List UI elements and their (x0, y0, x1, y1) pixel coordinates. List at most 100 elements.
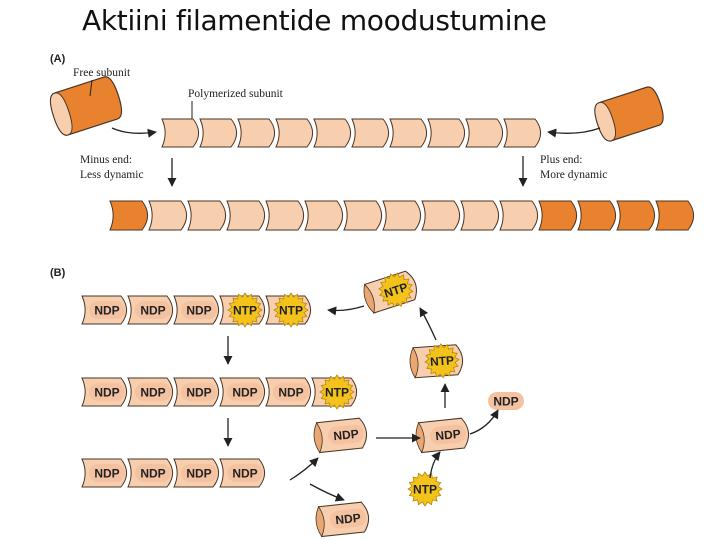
polymerized-subunit-label: Polymerized subunit (188, 88, 284, 100)
ndp-pill (227, 383, 263, 401)
ndp-label: NDP (94, 385, 119, 399)
ndp-label: NDP (186, 303, 211, 317)
free-subunit-ndp-bottom: NDP (315, 501, 370, 538)
filament-segment (161, 118, 200, 148)
ntp-label: NTP (413, 482, 437, 496)
filament-subunit-ndp: NDP (135, 301, 171, 319)
arrow-exchange-to-top (419, 307, 437, 341)
panel-b: (B) NDP NDP NDP NTP NTP NDP NDP NDP NDP NDP NTP N… (50, 267, 524, 538)
ndp-label: NDP (186, 466, 211, 480)
ndp-pill (488, 392, 524, 410)
ntp-burst (424, 343, 460, 379)
ntp-label: NTP (325, 385, 349, 399)
filament-segment (343, 200, 383, 231)
ntp-burst (407, 471, 443, 507)
arrow-row3-release-up (289, 457, 319, 481)
ndp-label: NDP (140, 385, 165, 399)
arrow-row3-release-down (309, 483, 345, 502)
filament-segment (460, 200, 500, 231)
free-subunit-right-cap (594, 101, 617, 142)
filament-segment (577, 200, 617, 231)
filament-segment (148, 200, 188, 231)
filament-subunit-ndp: NDP (135, 464, 171, 482)
panel-a-label: (A) (50, 53, 66, 65)
ntp-burst (227, 292, 263, 328)
free-subunit-ntp-mid: NTP (409, 343, 464, 379)
ndp-pill (330, 508, 366, 529)
minus-end-title: Minus end: (80, 154, 132, 166)
filament-subunit-ndp: NDP (181, 464, 217, 482)
free-subunit-left-cap (49, 92, 73, 136)
ndp-label: NDP (232, 466, 257, 480)
plus-end-desc: More dynamic (540, 169, 607, 181)
filament-segment (616, 200, 656, 231)
ntp-label: NTP (233, 303, 257, 317)
arrow-free-to-minus (111, 127, 157, 138)
subunit-end (363, 283, 375, 314)
ndp-pill (181, 301, 217, 319)
filament-segment (538, 200, 578, 231)
ndp-pill (135, 383, 171, 401)
filament-segment (655, 200, 695, 231)
minus-end-desc: Less dynamic (80, 169, 144, 181)
free-subunit-pointer (89, 79, 93, 97)
panel-a: (A) Free subunit Polymerized subunit Min… (49, 53, 695, 231)
ntp-label: NTP (279, 303, 303, 317)
ndp-pill (89, 464, 125, 482)
filament-subunit-ndp: NDP (135, 383, 171, 401)
ndp-label: NDP (232, 385, 257, 399)
filament-segment (265, 200, 305, 231)
filament-segment (199, 118, 238, 148)
ndp-label: NDP (94, 303, 119, 317)
subunit-end (409, 346, 419, 379)
ntp-burst (378, 272, 414, 308)
ntp-burst (273, 292, 309, 328)
arrow-ntp-binds (429, 451, 441, 479)
ndp-pill (135, 464, 171, 482)
ndp-label: NDP (493, 394, 518, 408)
ndp-label: NDP (333, 427, 360, 444)
ndp-pill (227, 464, 263, 482)
filament-subunit-ntp: NTP (227, 292, 263, 328)
filament-subunit-ntp: NTP (273, 292, 309, 328)
ndp-pill (89, 301, 125, 319)
filament-segment (503, 118, 542, 148)
filament-segment (421, 200, 461, 231)
subunit-end (313, 421, 323, 454)
ntp-burst (319, 374, 355, 410)
ndp-label: NDP (278, 385, 303, 399)
ndp-pill (273, 383, 309, 401)
filament-segment (382, 200, 422, 231)
filament-subunit-ndp: NDP (181, 383, 217, 401)
free-ndp-nucleotide: NDP (488, 392, 524, 410)
free-ntp-nucleotide: NTP (407, 471, 443, 507)
filament-after (109, 200, 695, 231)
slide-title: Aktiini filamentide moodustumine (82, 4, 547, 37)
ndp-label: NDP (140, 303, 165, 317)
filament-segment (389, 118, 428, 148)
filament-subunit-ndp: NDP (89, 383, 125, 401)
filament-subunit-ndp: NDP (181, 301, 217, 319)
free-subunit-label: Free subunit (73, 67, 131, 79)
filament-subunit-ndp: NDP (227, 383, 263, 401)
filament-segment (275, 118, 314, 148)
filament-segment (465, 118, 504, 148)
filament-segment (226, 200, 266, 231)
ndp-pill (181, 464, 217, 482)
filament-subunit-ntp: NTP (319, 374, 355, 410)
ndp-label: NDP (186, 385, 211, 399)
arrow-free-to-plus (547, 127, 601, 138)
ndp-pill (328, 424, 364, 445)
ndp-label: NDP (140, 466, 165, 480)
panel-b-label: (B) (50, 267, 66, 279)
filament-before (161, 118, 542, 148)
ndp-pill (135, 301, 171, 319)
filament-row-2: NDP NDP NDP NDP NDP NTP (81, 374, 358, 410)
free-subunit-ntp-top: NTP (363, 270, 417, 314)
ntp-label: NTP (430, 353, 455, 369)
ndp-label: NDP (435, 427, 462, 444)
arrow-ntp-to-plus-end (327, 305, 365, 316)
free-subunit-ndp-mid: NDP (415, 417, 470, 454)
